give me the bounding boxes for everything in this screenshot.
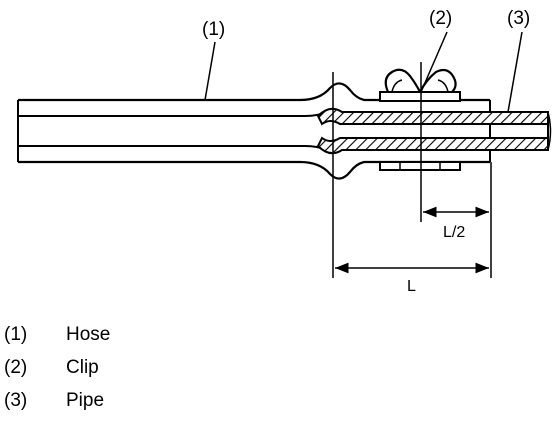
callout-leader-clip xyxy=(420,31,448,93)
dimension-full-label: L xyxy=(407,278,416,295)
dimension-half-label: L/2 xyxy=(443,224,465,241)
clip xyxy=(379,68,461,171)
legend-item-hose: (1) Hose xyxy=(4,318,304,351)
legend-number: (3) xyxy=(4,389,28,411)
pipe xyxy=(316,107,552,155)
callout-leader-hose xyxy=(204,41,216,101)
legend-item-clip: (2) Clip xyxy=(4,351,304,384)
legend-label: Pipe xyxy=(66,389,105,411)
hose xyxy=(17,82,491,180)
callout-hose: (1) xyxy=(202,19,225,40)
hose-clip-pipe-diagram: L/2 L (1) (2) (3) xyxy=(17,8,552,295)
legend-label: Hose xyxy=(66,323,111,345)
legend-item-pipe: (3) Pipe xyxy=(4,384,304,417)
callout-leader-pipe xyxy=(507,31,523,113)
legend: (1) Hose (2) Clip (3) Pipe xyxy=(4,318,304,417)
legend-number: (2) xyxy=(4,356,28,378)
legend-label: Clip xyxy=(66,356,99,378)
legend-number: (1) xyxy=(4,323,28,345)
callout-pipe: (3) xyxy=(507,8,530,29)
callout-clip: (2) xyxy=(429,8,452,29)
